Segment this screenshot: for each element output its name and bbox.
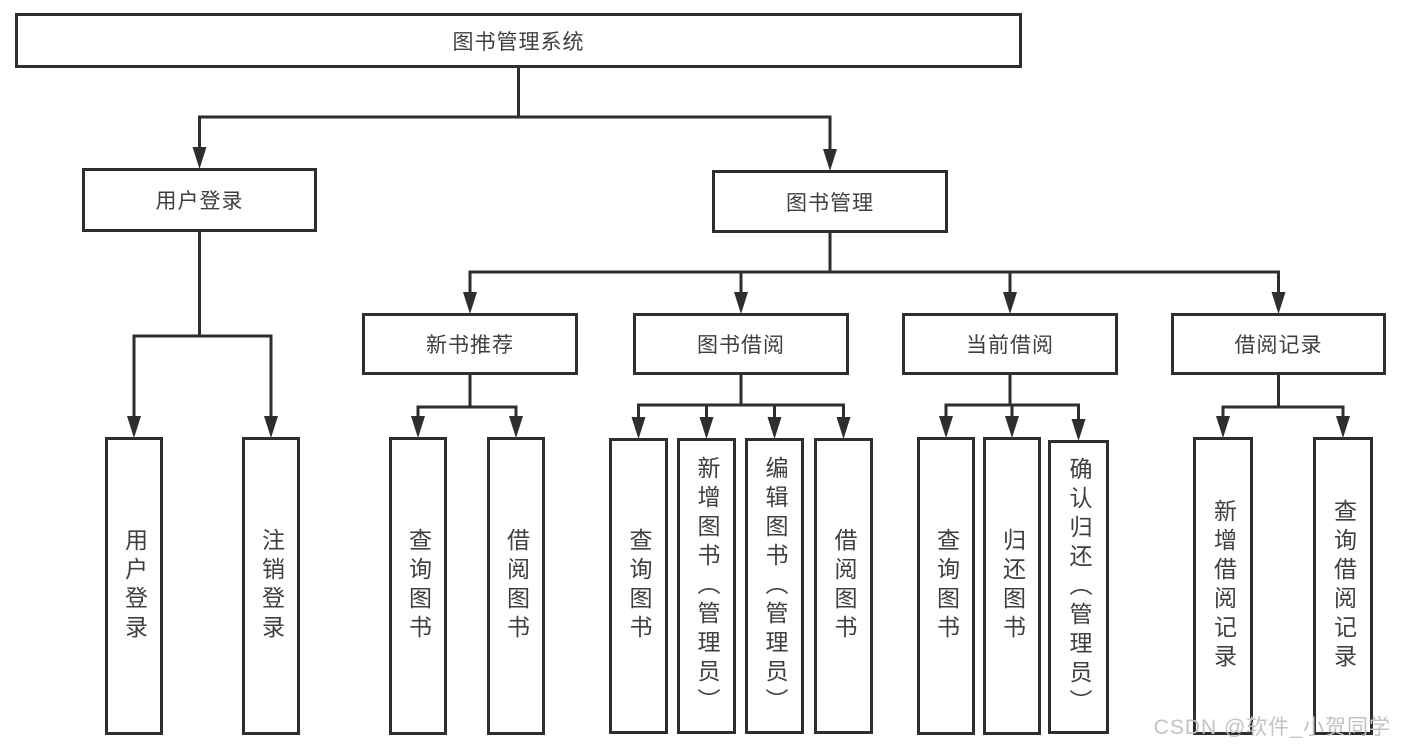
diagram-node-c2: 归还图书: [983, 437, 1041, 735]
node-label-borrow: 图书借阅: [697, 334, 785, 357]
diagram-node-c3: 确认归还（管理员）: [1048, 440, 1109, 734]
node-label-b3: 编辑图书（管理员）: [762, 455, 788, 717]
arrowhead-icon: [1003, 292, 1017, 314]
node-label-c1: 查询图书: [933, 528, 960, 644]
node-label-root: 图书管理系统: [452, 30, 585, 54]
node-label-u1: 用户登录: [121, 528, 148, 644]
arrowhead-icon: [1216, 416, 1230, 438]
arrowhead-icon: [1336, 416, 1350, 438]
diagram-node-r2: 查询借阅记录: [1313, 437, 1373, 735]
diagram-node-records: 借阅记录: [1171, 313, 1386, 375]
arrowhead-icon: [631, 417, 646, 439]
arrowhead-icon: [767, 417, 782, 439]
node-label-b4: 借阅图书: [831, 528, 857, 644]
diagram-node-b3: 编辑图书（管理员）: [745, 438, 804, 734]
diagram-node-mgmt: 图书管理: [712, 170, 948, 233]
arrowhead-icon: [699, 417, 714, 439]
node-label-b1: 查询图书: [626, 528, 652, 644]
diagram-node-b1: 查询图书: [609, 438, 668, 734]
arrowhead-icon: [127, 416, 141, 438]
node-label-u2: 注销登录: [258, 528, 285, 644]
diagram-node-u2: 注销登录: [242, 437, 300, 735]
arrowhead-icon: [1271, 292, 1286, 314]
node-label-c2: 归还图书: [999, 528, 1026, 644]
arrowhead-icon: [734, 292, 748, 314]
node-label-login: 用户登录: [155, 190, 244, 213]
diagram-node-login: 用户登录: [82, 168, 317, 232]
arrowhead-icon: [411, 416, 425, 438]
diagram-node-current: 当前借阅: [902, 313, 1118, 375]
diagram-node-u1: 用户登录: [105, 437, 163, 735]
arrowhead-icon: [823, 149, 837, 171]
node-label-newbook: 新书推荐: [426, 334, 514, 357]
arrowhead-icon: [463, 292, 477, 314]
arrowhead-icon: [192, 147, 207, 169]
diagram-node-n2: 借阅图书: [487, 437, 545, 735]
diagram-node-r1: 新增借阅记录: [1193, 437, 1253, 735]
arrowhead-icon: [939, 416, 953, 438]
node-label-b2: 新增图书（管理员）: [694, 455, 720, 717]
watermark-text: CSDN @软件_小贺同学: [1153, 716, 1391, 739]
diagram-node-b4: 借阅图书: [814, 438, 873, 734]
arrowhead-icon: [1071, 419, 1086, 441]
node-label-current: 当前借阅: [966, 334, 1054, 357]
diagram-node-b2: 新增图书（管理员）: [677, 438, 736, 734]
diagram-node-c1: 查询图书: [917, 437, 975, 735]
node-label-c3: 确认归还（管理员）: [1066, 456, 1092, 718]
arrowhead-icon: [836, 417, 851, 439]
arrowhead-icon: [264, 416, 278, 438]
node-label-r2: 查询借阅记录: [1330, 499, 1357, 673]
node-label-records: 借阅记录: [1234, 334, 1323, 357]
diagram-node-borrow: 图书借阅: [633, 313, 849, 375]
arrowhead-icon: [1005, 416, 1019, 438]
diagram-node-newbook: 新书推荐: [362, 313, 578, 375]
node-label-n1: 查询图书: [405, 528, 432, 644]
diagram-node-n1: 查询图书: [389, 437, 447, 735]
node-label-mgmt: 图书管理: [786, 191, 874, 215]
node-label-r1: 新增借阅记录: [1210, 499, 1237, 673]
diagram-node-root: 图书管理系统: [15, 13, 1022, 68]
node-label-n2: 借阅图书: [503, 528, 530, 644]
arrowhead-icon: [509, 416, 523, 438]
